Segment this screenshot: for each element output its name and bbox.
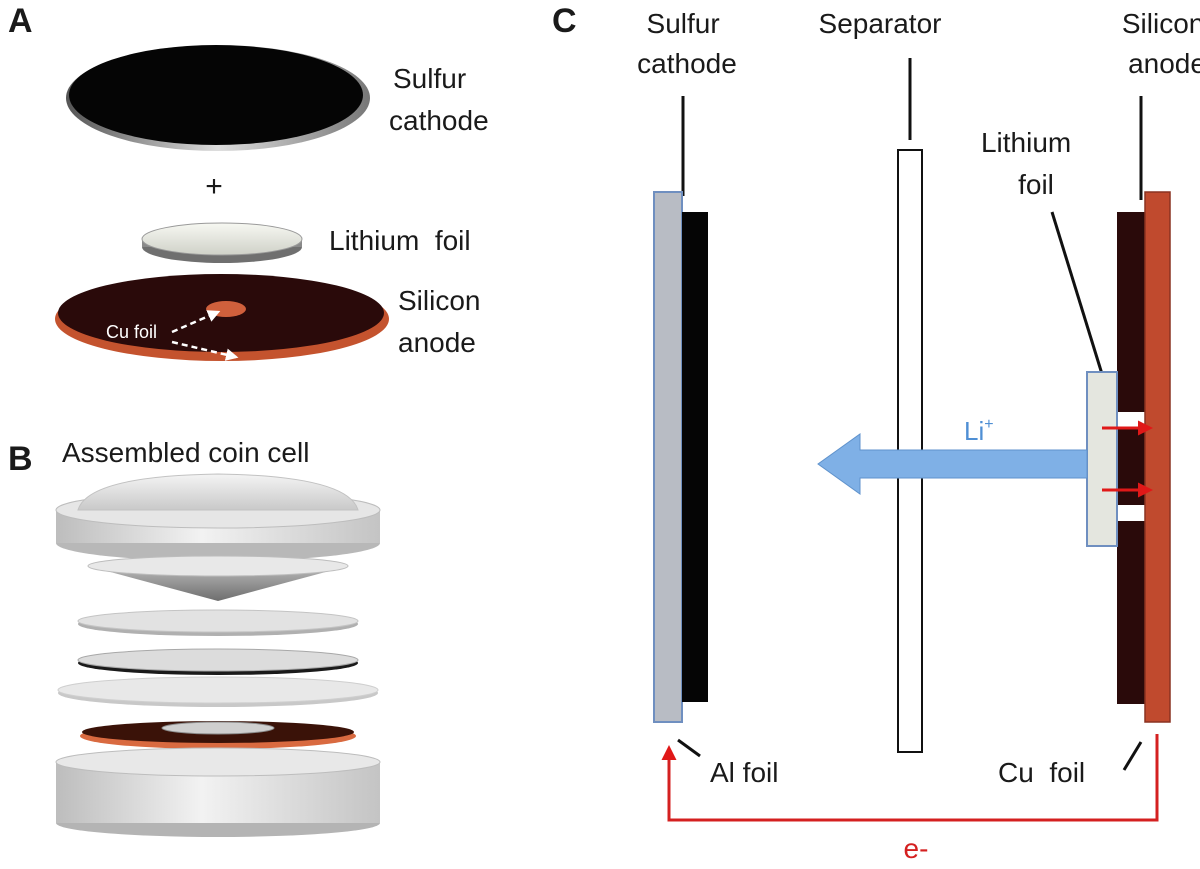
c-al-foil-label: Al foil xyxy=(710,757,778,788)
c-aluminum-collector xyxy=(653,191,683,723)
c-al-foil-leader xyxy=(677,738,701,758)
coin-cell-anode xyxy=(80,721,356,749)
panel-a-letter: A xyxy=(8,2,33,40)
c-li-ion-superscript: + xyxy=(984,416,993,433)
c-lithium-foil-line1: Lithium xyxy=(981,127,1071,158)
coin-cell-bottom-can xyxy=(55,747,381,837)
c-electron-label: e- xyxy=(904,833,929,864)
c-cu-foil-label: Cu foil xyxy=(998,757,1085,788)
c-li-ion-text: Li xyxy=(964,416,984,446)
sulfur-cathode-disc xyxy=(66,45,370,151)
panel-a: A Sulfur cathode + Lithium foil Cu foil xyxy=(8,2,489,361)
panel-b-letter: B xyxy=(8,440,33,478)
c-separator-label: Separator xyxy=(819,8,942,39)
c-sulfur-cathode-line2: cathode xyxy=(637,48,737,79)
c-lithium-gap-upper xyxy=(1117,412,1145,428)
silicon-anode-disc xyxy=(55,274,389,361)
c-li-ion-arrow xyxy=(817,433,1088,495)
sulfur-cathode-label-line1: Sulfur xyxy=(393,63,466,94)
c-silicon-anode-label: Silicon anode xyxy=(1122,8,1200,79)
coin-cell-separator xyxy=(57,676,379,707)
cu-foil-arrow-upper xyxy=(171,310,221,334)
coin-cell-cathode xyxy=(77,648,359,675)
c-copper-collector xyxy=(1144,191,1171,723)
c-lithium-gap-lower xyxy=(1117,505,1145,521)
assembled-coin-cell-title: Assembled coin cell xyxy=(62,437,309,468)
coin-cell-spring xyxy=(87,555,349,601)
c-sulfur-layer xyxy=(682,212,708,702)
panel-c: C Sulfur cathode Separator Silicon anode… xyxy=(552,2,1200,864)
lithium-foil-disc xyxy=(141,222,303,263)
c-lithium-foil-line2: foil xyxy=(1018,169,1054,200)
c-silicon-layer xyxy=(1117,212,1145,704)
coin-cell-top-cap xyxy=(55,473,381,561)
sulfur-cathode-label: Sulfur cathode xyxy=(389,63,489,136)
c-sulfur-cathode-label: Sulfur cathode xyxy=(637,8,737,79)
silicon-anode-label-line1: Silicon xyxy=(398,285,480,316)
c-silicon-anode-line1: Silicon xyxy=(1122,8,1200,39)
panel-b: B Assembled coin cell xyxy=(8,437,381,837)
cu-foil-arrow-lower xyxy=(171,340,239,361)
c-lithium-foil xyxy=(1086,371,1118,547)
sulfur-cathode-label-line2: cathode xyxy=(389,105,489,136)
coin-cell-spacer xyxy=(77,609,359,636)
c-lithium-foil-leader xyxy=(1050,211,1104,375)
silicon-anode-label-line2: anode xyxy=(398,327,476,358)
c-sulfur-cathode-line1: Sulfur xyxy=(647,8,720,39)
c-electron-circuit xyxy=(661,734,1159,822)
c-cu-foil-leader xyxy=(1122,741,1143,771)
c-lithium-foil-label: Lithium foil xyxy=(981,127,1079,200)
lithium-foil-label: Lithium foil xyxy=(329,225,471,256)
c-silicon-anode-line2: anode xyxy=(1128,48,1200,79)
silicon-anode-label: Silicon anode xyxy=(398,285,488,358)
panel-c-letter: C xyxy=(552,2,577,40)
cu-foil-label: Cu foil xyxy=(106,322,157,342)
plus-sign: + xyxy=(205,170,223,203)
c-li-ion-label: Li+ xyxy=(964,416,994,446)
